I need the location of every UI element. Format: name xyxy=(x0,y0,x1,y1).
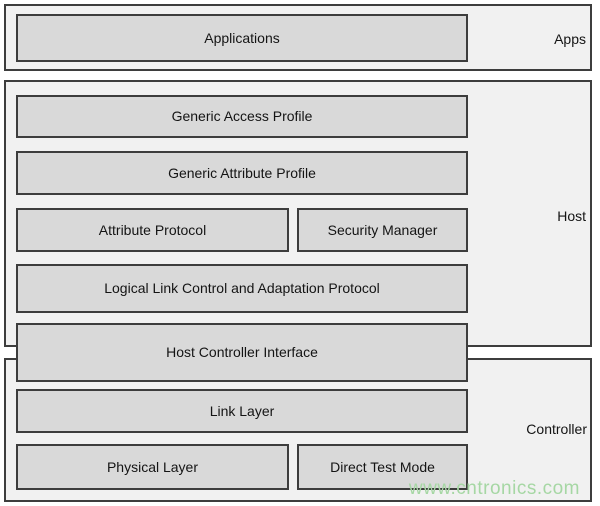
section-label-apps: Apps xyxy=(554,31,586,47)
box-l2cap: Logical Link Control and Adaptation Prot… xyxy=(16,264,468,313)
box-security-manager: Security Manager xyxy=(297,208,468,252)
section-label-host: Host xyxy=(557,208,586,224)
box-direct-test-mode: Direct Test Mode xyxy=(297,444,468,490)
box-applications: Applications xyxy=(16,14,468,62)
box-generic-access-profile: Generic Access Profile xyxy=(16,95,468,138)
box-link-layer: Link Layer xyxy=(16,389,468,433)
watermark-text: www.cntronics.com xyxy=(408,478,580,499)
box-host-controller-interface: Host Controller Interface xyxy=(16,323,468,382)
box-generic-attribute-profile: Generic Attribute Profile xyxy=(16,151,468,195)
box-attribute-protocol: Attribute Protocol xyxy=(16,208,289,252)
section-label-controller: Controller xyxy=(526,421,587,437)
box-physical-layer: Physical Layer xyxy=(16,444,289,490)
